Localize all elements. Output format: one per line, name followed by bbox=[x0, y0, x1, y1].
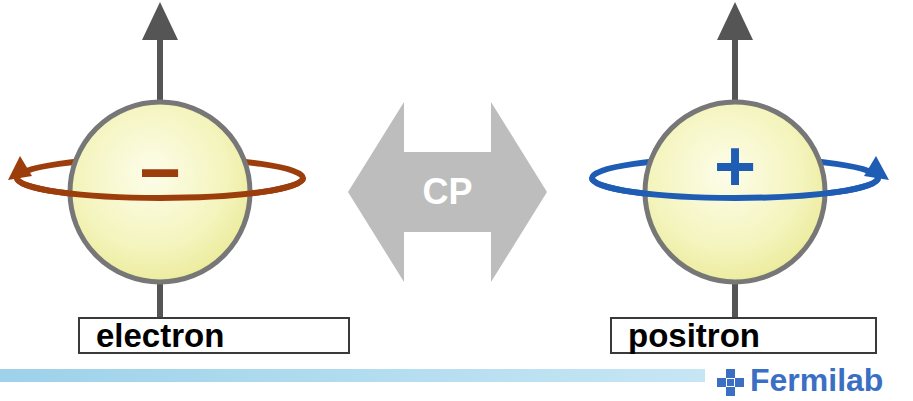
charge-sign: + bbox=[642, 141, 828, 191]
charge-sign: − bbox=[67, 147, 253, 197]
edge-label-holder: CP bbox=[422, 173, 472, 211]
sphere-body bbox=[645, 102, 825, 282]
logo-square bbox=[717, 378, 726, 387]
orbit-arrowhead bbox=[8, 156, 32, 180]
logo-square bbox=[726, 369, 735, 378]
particle-name: electron bbox=[80, 319, 224, 352]
sphere-outline bbox=[642, 99, 828, 285]
orbit-arrowhead bbox=[864, 156, 889, 180]
spin-arrowhead bbox=[142, 2, 178, 40]
particle-sphere: − bbox=[67, 99, 253, 285]
operation-label: CP bbox=[422, 173, 472, 211]
logo-icon bbox=[717, 369, 744, 396]
label-holder: Fermilab bbox=[750, 363, 883, 397]
footer-bar bbox=[0, 369, 705, 382]
name-box: electron bbox=[78, 317, 350, 354]
spin-arrowhead bbox=[717, 2, 753, 40]
name-box: positron bbox=[610, 317, 877, 354]
logo-text: Fermilab bbox=[750, 363, 883, 397]
logo-square bbox=[726, 387, 735, 396]
logo-square bbox=[727, 379, 734, 386]
cp-double-arrow bbox=[348, 102, 547, 282]
particle-name: positron bbox=[612, 319, 760, 352]
particle-sphere: + bbox=[642, 99, 828, 285]
logo-square bbox=[735, 378, 744, 387]
